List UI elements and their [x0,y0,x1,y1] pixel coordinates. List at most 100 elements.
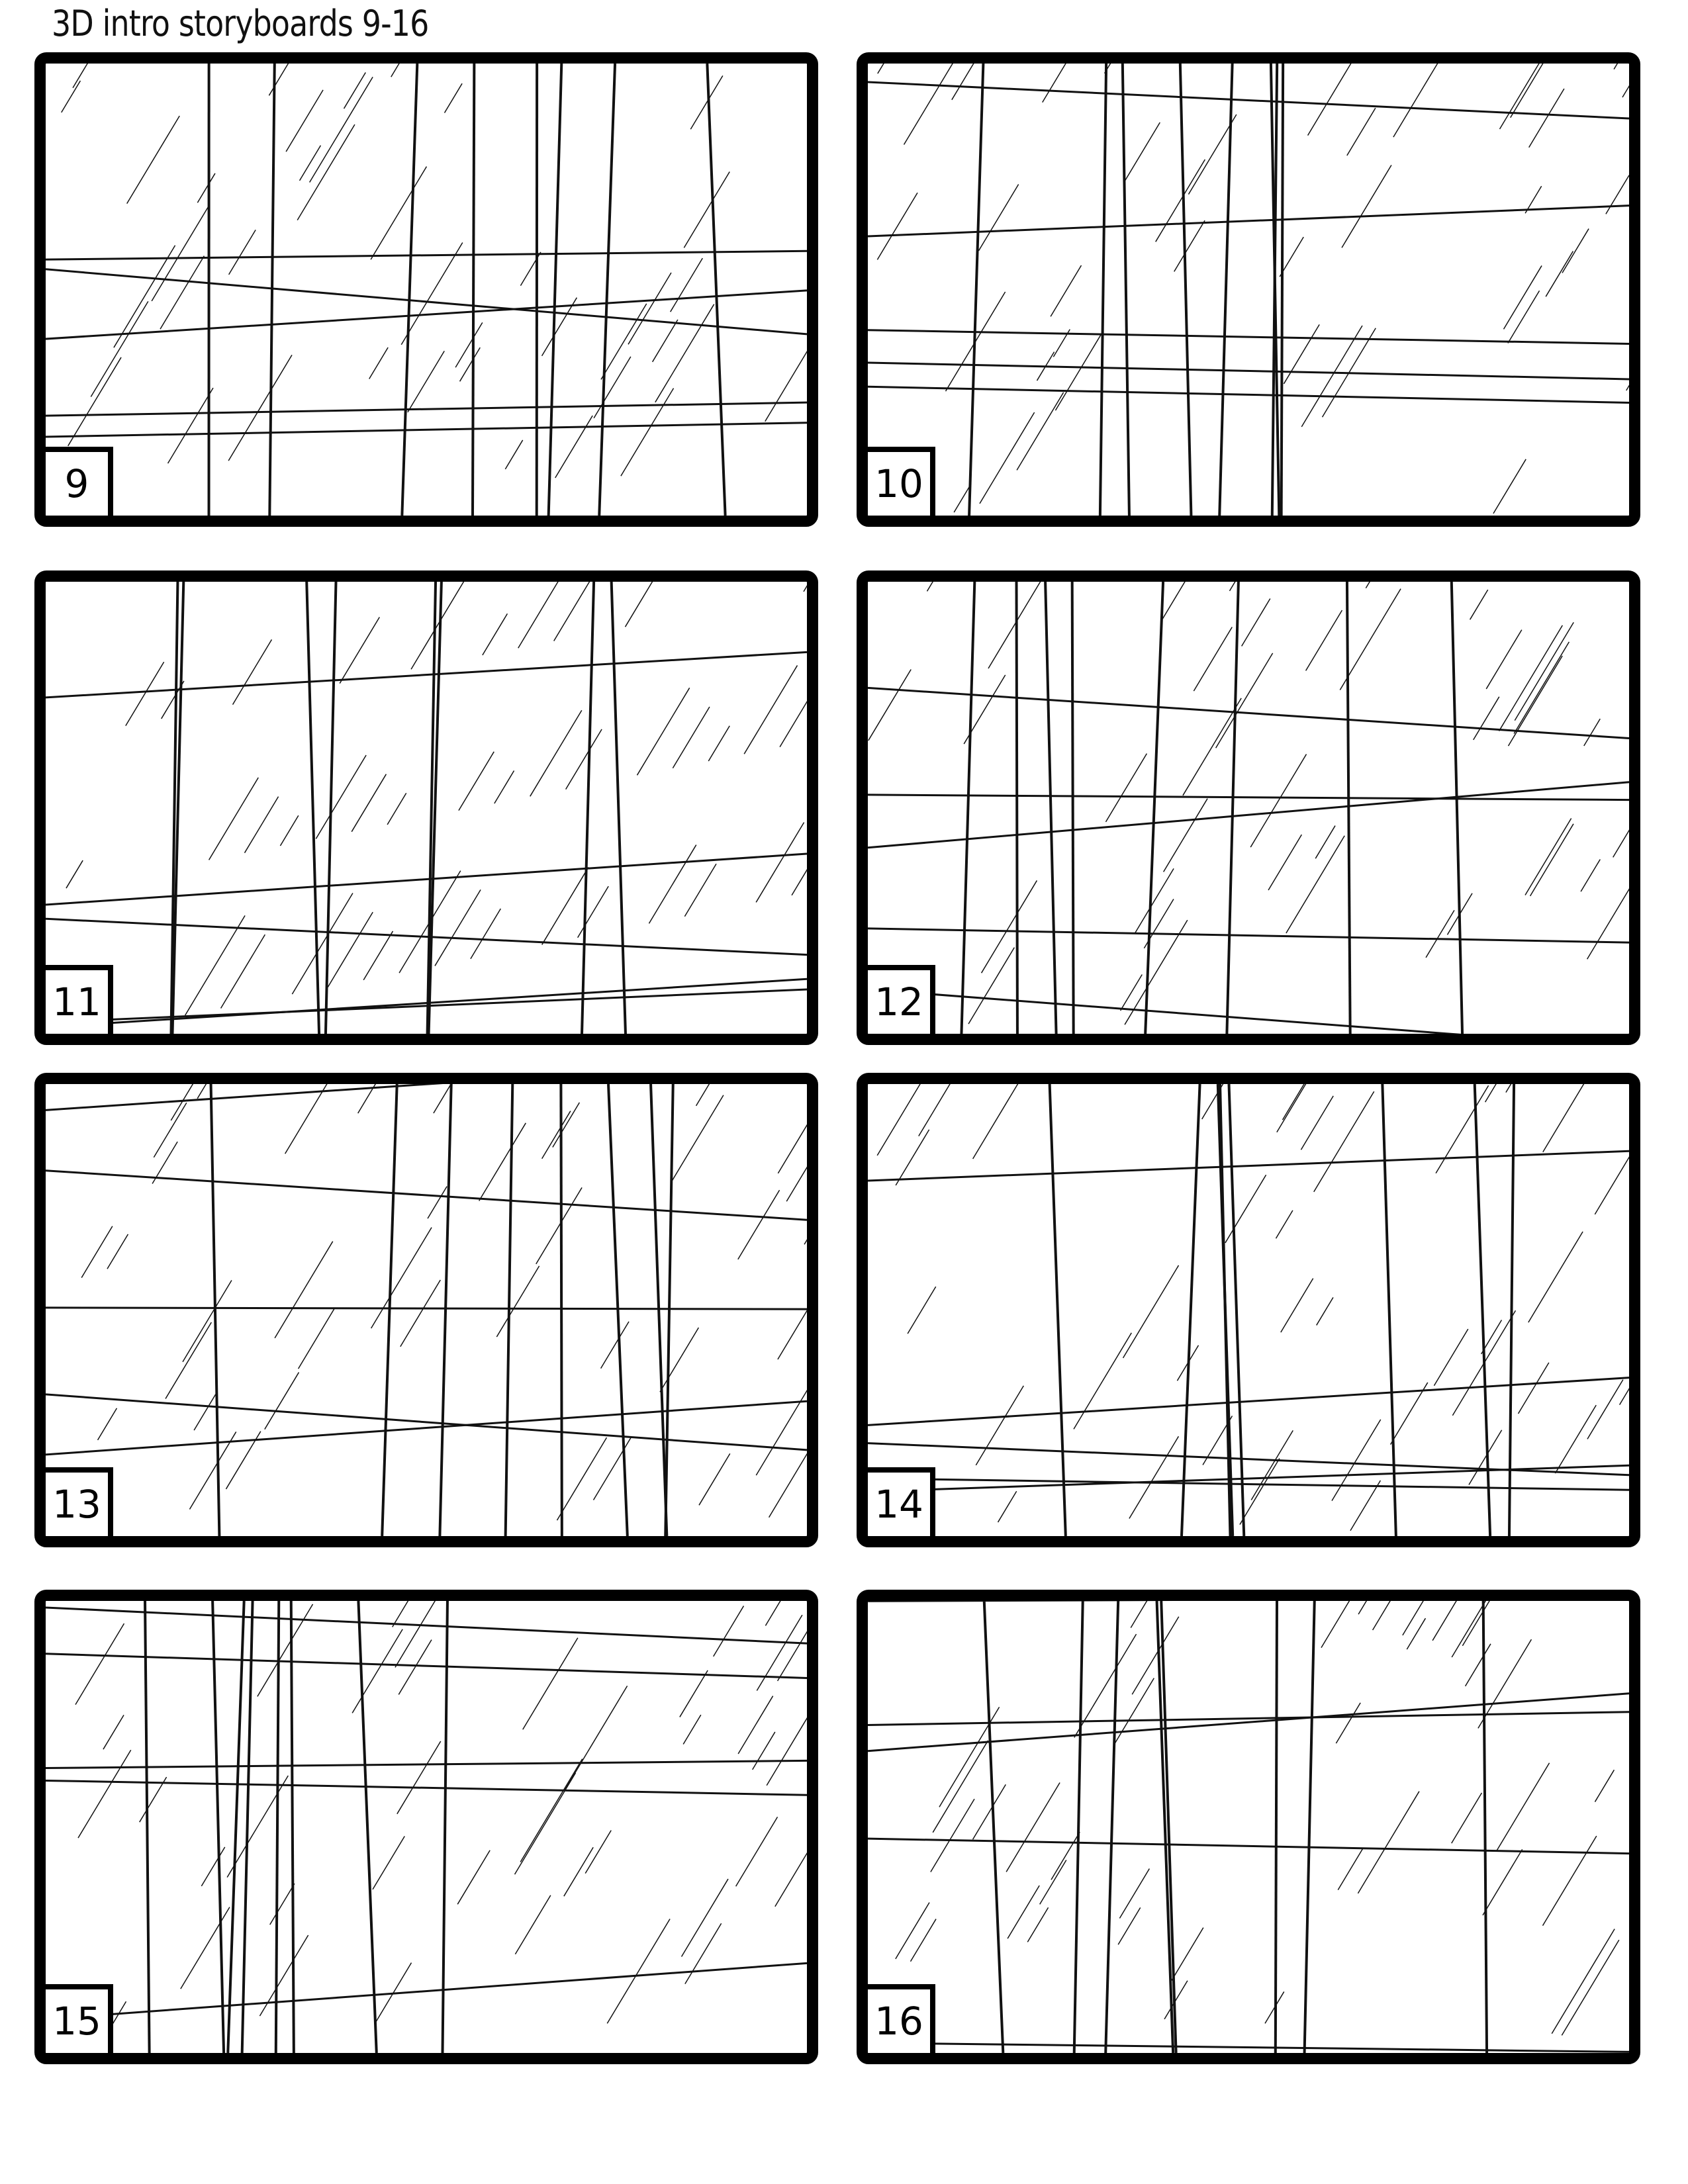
hatch-stroke [1435,1085,1489,1174]
hatch-stroke [398,1639,432,1695]
hatch-stroke [1433,1328,1469,1387]
sketch-art [868,64,1629,516]
hatch-stroke [1321,1601,1350,1649]
hatch-stroke [1039,1860,1067,1905]
hatch-stroke [585,1830,612,1874]
structure-stroke [211,1601,226,2053]
hatch-stroke [1357,1791,1420,1894]
structure-stroke [1227,1084,1246,1536]
structure-stroke [46,401,807,417]
hatch-stroke [1280,1278,1314,1333]
storyboard-panel-16: 16 [857,1590,1640,2064]
structure-stroke [664,1084,675,1536]
structure-stroke [46,1393,807,1451]
hatch-stroke [371,1227,432,1329]
hatch-stroke [1503,265,1542,330]
hatch-stroke [756,1614,803,1691]
hatch-stroke [1341,165,1392,248]
structure-stroke [1070,582,1075,1034]
hatch-stroke [651,319,679,363]
structure-stroke [1144,582,1165,1034]
structure-stroke [46,1169,807,1221]
storyboard-panel-15: 15 [34,1590,818,2064]
hatch-stroke [1307,64,1352,136]
panel-number: 15 [46,1984,113,2053]
hatch-stroke [189,1432,237,1510]
hatch-stroke [868,669,912,741]
hatch-stroke [1282,1084,1305,1120]
hatch-stroke [208,777,259,860]
hatch-stroke [1073,1332,1132,1430]
hatch-stroke [1473,696,1500,741]
hatch-stroke [791,869,807,896]
hatch-stroke [671,1095,724,1182]
structure-stroke [868,2042,1629,2053]
panel-number: 14 [868,1467,935,1536]
structure-stroke [868,988,1462,1034]
structure-stroke [1274,1601,1279,2053]
hatch-stroke [1155,159,1206,242]
hatch-stroke [1042,64,1066,103]
hatch-stroke [1120,974,1143,1011]
hatch-stroke [755,822,805,903]
hatch-stroke [679,1670,708,1717]
hatch-stroke [1498,625,1563,731]
structure-stroke [868,1837,1629,1855]
hatch-stroke [1542,1084,1585,1153]
hatch-stroke [392,1601,409,1627]
hatch-stroke [90,300,149,397]
hatch-stroke [291,893,353,995]
hatch-stroke [577,886,609,938]
structure-stroke [504,1084,514,1536]
structure-stroke [471,64,476,516]
hatch-stroke [953,483,972,513]
hatch-stroke [1051,1831,1080,1880]
hatch-stroke [1469,589,1489,620]
hatch-stroke [1124,919,1188,1025]
hatch-stroke [779,700,807,748]
hatch-stroke [1580,859,1601,892]
hatch-stroke [455,322,483,368]
hatch-stroke [1613,64,1618,69]
hatch-stroke [1425,909,1455,958]
hatch-stroke [1561,1939,1620,2036]
structure-stroke [289,1601,295,2053]
hatch-stroke [370,166,428,260]
hatch-stroke [1524,818,1572,895]
structure-stroke [1270,64,1279,516]
hatch-stroke [743,665,798,754]
hatch-stroke [1594,1156,1629,1215]
hatch-stroke [352,1629,403,1713]
hatch-stroke [351,774,387,833]
hatch-stroke [804,1239,807,1245]
sketch-art [868,582,1629,1034]
hatch-stroke [975,1385,1024,1466]
hatch-stroke [185,915,246,1016]
hatch-stroke [165,1322,212,1399]
hatch-stroke [1372,1601,1391,1631]
structure-stroke [1219,1084,1232,1536]
hatch-stroke [972,1084,1019,1160]
hatch-stroke [1313,1091,1375,1193]
structure-stroke [868,1377,1629,1426]
hatch-stroke [670,257,703,312]
hatch-stroke [541,297,578,357]
hatch-stroke [1484,1084,1497,1103]
hatch-stroke [530,709,583,797]
structure-stroke [46,1084,444,1111]
panel-number: 13 [46,1467,113,1536]
hatch-stroke [1105,753,1148,823]
panel-number: 11 [46,965,113,1034]
structure-stroke [1218,64,1234,516]
structure-stroke [381,1084,399,1536]
hatch-stroke [407,351,445,413]
hatch-stroke [1402,1601,1424,1636]
hatch-stroke [391,64,400,77]
hatch-stroke [1300,1095,1334,1150]
hatch-stroke [648,844,697,924]
hatch-stroke [1331,1419,1382,1502]
hatch-stroke [1122,1265,1180,1359]
structure-stroke [438,1084,453,1536]
hatch-stroke [600,303,647,380]
hatch-stroke [1389,1382,1429,1445]
